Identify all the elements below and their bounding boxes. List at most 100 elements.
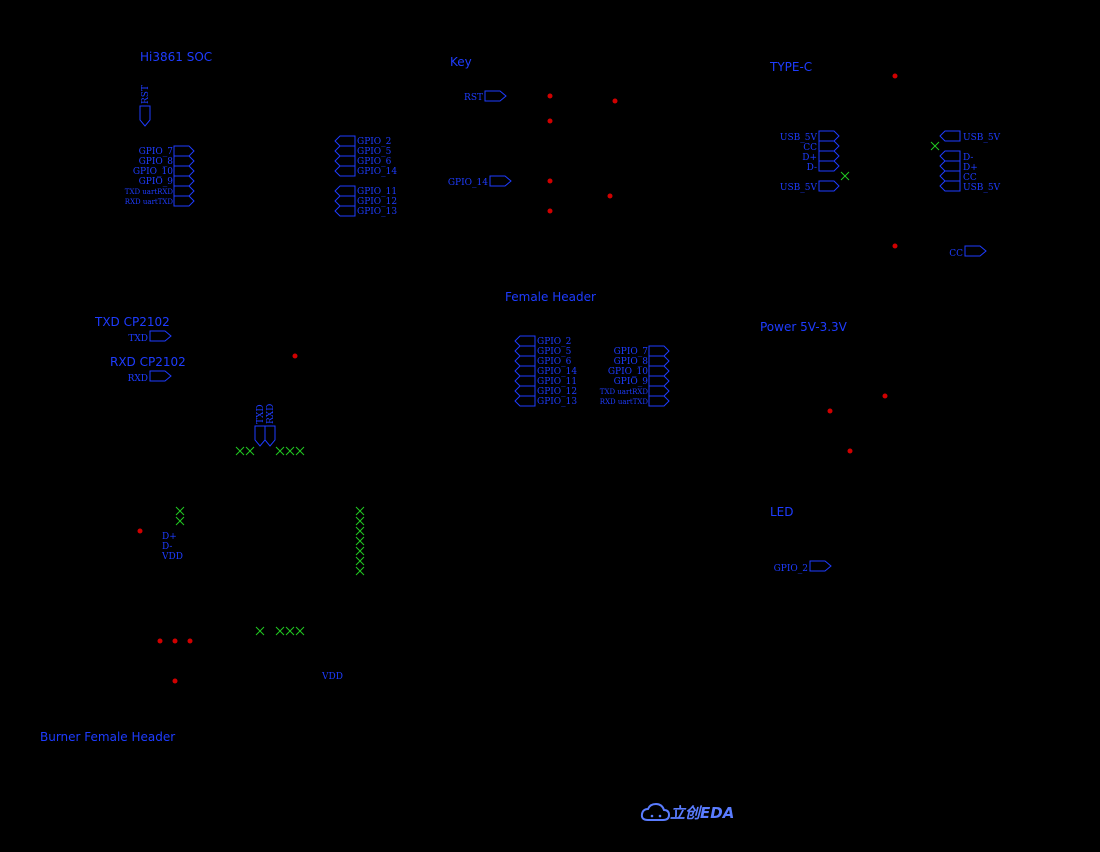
female-left-labels: GPIO_2GPIO_5GPIO_6GPIO_14GPIO_11GPIO_12G… xyxy=(514,335,577,407)
net-label: USB_5V xyxy=(780,133,818,143)
typec-cc-flag: CC xyxy=(949,245,987,259)
no-connect-mark xyxy=(840,171,850,181)
burner-pin-labels: D+D-VDD xyxy=(161,532,183,562)
net-label: GPIO_9 xyxy=(139,177,174,187)
uart-txd-label: TXD xyxy=(128,334,148,344)
uart-txd-flag: TXD xyxy=(128,330,172,344)
net-label: USB_5V xyxy=(780,183,818,193)
net-flag xyxy=(334,155,356,167)
net-label: D+ xyxy=(802,153,817,163)
no-connect-mark xyxy=(285,626,295,636)
no-connect-mark xyxy=(245,446,255,456)
net-label: GPIO_5 xyxy=(357,147,392,157)
uart-rxd-label: RXD xyxy=(128,374,148,384)
net-flag xyxy=(818,180,840,192)
net-label: GPIO_2 xyxy=(537,337,571,347)
net-flag xyxy=(514,345,536,357)
net-flag xyxy=(334,185,356,197)
no-connect-mark xyxy=(355,506,365,516)
soc-rst-flag: RST xyxy=(139,85,151,127)
net-flag xyxy=(648,385,670,397)
section-title-female-header: Female Header xyxy=(505,290,596,304)
no-connect-mark xyxy=(275,446,285,456)
net-flag xyxy=(173,155,195,167)
key-rst-flag: RST xyxy=(464,90,507,103)
net-flag xyxy=(939,150,961,162)
net-flag xyxy=(173,145,195,157)
uart-vertical-flags: TXD RXD xyxy=(254,404,276,447)
junction-dot xyxy=(547,93,553,99)
net-label: GPIO_7 xyxy=(139,147,174,157)
net-label: TXD uartRXD xyxy=(600,388,649,396)
net-flag xyxy=(514,355,536,367)
net-flag xyxy=(334,205,356,217)
net-label: GPIO_6 xyxy=(537,357,572,367)
net-flag xyxy=(334,135,356,147)
net-label: GPIO_14 xyxy=(537,367,577,377)
junction-dot xyxy=(612,98,618,104)
no-connect-mark xyxy=(355,516,365,526)
no-connect-mark xyxy=(930,141,940,151)
net-label: RXD uartTXD xyxy=(125,198,174,206)
soc-rst-label: RST xyxy=(141,85,151,104)
section-title-typec: TYPE-C xyxy=(769,60,812,74)
net-label: USB_5V xyxy=(963,183,1001,193)
no-connect-mark xyxy=(285,446,295,456)
net-flag xyxy=(334,145,356,157)
net-label: GPIO_6 xyxy=(357,157,392,167)
junction-dot xyxy=(157,638,163,644)
junction-dot xyxy=(607,193,613,199)
section-title-burner: Burner Female Header xyxy=(40,730,175,744)
junction-dot xyxy=(847,448,853,454)
net-label: VDD xyxy=(161,552,183,562)
net-label: TXD uartRXD xyxy=(125,188,174,196)
junction-dot xyxy=(547,178,553,184)
junction-dot xyxy=(882,393,888,399)
junction-dot xyxy=(892,243,898,249)
uart-rxd-flag: RXD xyxy=(128,370,172,384)
net-label: D- xyxy=(807,163,817,173)
net-flag xyxy=(514,335,536,347)
led-gpio2-label: GPIO_2 xyxy=(774,564,808,574)
net-flag xyxy=(334,195,356,207)
no-connect-mark xyxy=(275,626,285,636)
net-label: D+ xyxy=(963,163,978,173)
junction-dot xyxy=(892,73,898,79)
section-title-led: LED xyxy=(770,505,794,519)
net-flag xyxy=(939,170,961,182)
no-connect-mark xyxy=(175,516,185,526)
net-label: USB_5V xyxy=(963,133,1001,143)
net-flag xyxy=(939,180,961,192)
key-rst-label: RST xyxy=(464,93,483,103)
no-connect-marks xyxy=(175,446,365,636)
no-connect-mark xyxy=(255,626,265,636)
easyeda-logo: 立创EDA xyxy=(640,802,734,822)
junction-dot xyxy=(172,638,178,644)
led-gpio2-flag: GPIO_2 xyxy=(774,560,832,574)
typec-cc-label: CC xyxy=(949,249,963,259)
net-label: CC xyxy=(963,173,977,183)
logo-text: 立创EDA xyxy=(670,804,734,822)
net-label: GPIO_13 xyxy=(357,207,397,217)
net-flag xyxy=(818,150,840,162)
net-flag xyxy=(514,395,536,407)
junction-dot xyxy=(292,353,298,359)
net-flag xyxy=(514,385,536,397)
net-flag xyxy=(173,195,195,207)
net-flag xyxy=(648,355,670,367)
net-flag xyxy=(173,185,195,197)
junction-dot xyxy=(827,408,833,414)
net-label: D- xyxy=(963,153,973,163)
key-gpio14-flag: GPIO_14 xyxy=(448,175,512,188)
net-flag xyxy=(514,365,536,377)
no-connect-mark xyxy=(355,536,365,546)
net-flag xyxy=(818,160,840,172)
net-label: GPIO_10 xyxy=(608,367,648,377)
junction-dot xyxy=(187,638,193,644)
section-title-power: Power 5V-3.3V xyxy=(760,320,848,334)
